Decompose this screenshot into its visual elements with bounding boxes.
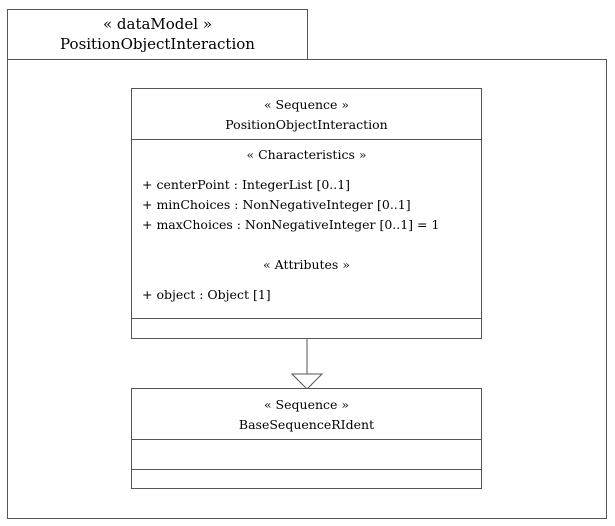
base-attributes-divider: [132, 469, 481, 470]
package-frame: [7, 59, 607, 519]
base-header-divider: [132, 439, 481, 440]
attribute-center-point: + centerPoint : IntegerList [0..1]: [142, 177, 351, 192]
class-base-sequence-rident[interactable]: « Sequence » BaseSequenceRIdent: [131, 388, 482, 489]
header-divider: [132, 139, 481, 140]
characteristics-title: « Characteristics »: [246, 147, 367, 162]
package-stereotype: « dataModel »: [102, 15, 213, 33]
class-name: PositionObjectInteraction: [225, 117, 388, 132]
base-class-stereotype: « Sequence »: [263, 397, 350, 412]
operations-divider: [132, 318, 481, 319]
attribute-min-choices: + minChoices : NonNegativeInteger [0..1]: [142, 197, 411, 212]
package-name: PositionObjectInteraction: [60, 35, 255, 53]
package-tab: « dataModel » PositionObjectInteraction: [7, 9, 308, 60]
attributes-title: « Attributes »: [263, 257, 350, 272]
class-position-object-interaction[interactable]: « Sequence » PositionObjectInteraction «…: [131, 88, 482, 339]
base-class-name: BaseSequenceRIdent: [238, 417, 375, 432]
attribute-max-choices: + maxChoices : NonNegativeInteger [0..1]…: [142, 217, 440, 232]
generalization-arrowhead: [290, 373, 324, 390]
attribute-object: + object : Object [1]: [142, 287, 271, 302]
class-stereotype: « Sequence »: [263, 97, 350, 112]
